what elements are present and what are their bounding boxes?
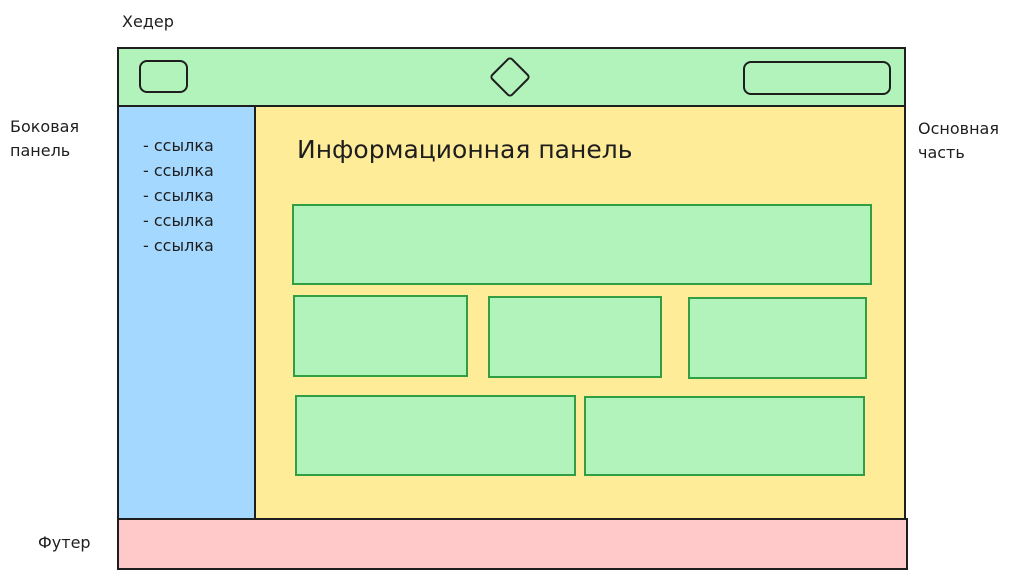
sidebar-link-list: - ссылка - ссылка - ссылка - ссылка - сс…: [143, 133, 214, 258]
header-right-button[interactable]: [743, 61, 891, 95]
dashboard-card: [688, 297, 867, 379]
dashboard-card: [584, 396, 865, 476]
dashboard-card: [293, 295, 468, 377]
sidebar-annotation: Боковая панель: [10, 117, 80, 160]
sidebar-link[interactable]: - ссылка: [143, 186, 214, 205]
dashboard-card-wide: [292, 204, 872, 285]
dashboard-card: [488, 296, 662, 378]
header-annotation: Хедер: [122, 12, 174, 31]
header-left-button[interactable]: [139, 60, 188, 93]
main-annotation: Основная часть: [918, 119, 999, 162]
dashboard-card: [295, 395, 576, 476]
sidebar-link[interactable]: - ссылка: [143, 136, 214, 155]
page-title: Информационная панель: [297, 135, 633, 164]
footer-annotation: Футер: [38, 533, 91, 552]
sidebar-link[interactable]: - ссылка: [143, 161, 214, 180]
sidebar-link[interactable]: - ссылка: [143, 211, 214, 230]
sidebar-block: [117, 105, 256, 520]
sidebar-link[interactable]: - ссылка: [143, 236, 214, 255]
footer-block: [117, 518, 908, 570]
